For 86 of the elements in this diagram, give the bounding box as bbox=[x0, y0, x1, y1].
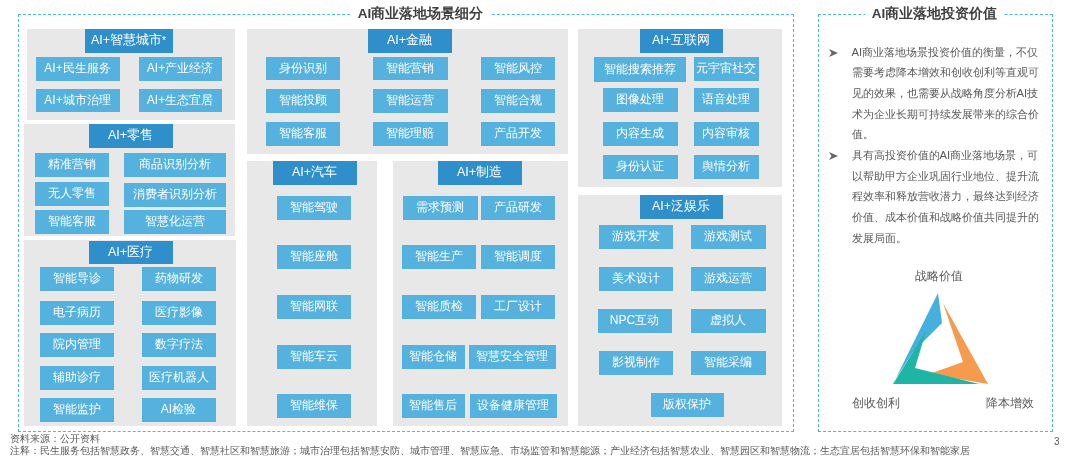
scenario-tag: 身份认证 bbox=[602, 154, 678, 179]
scenario-tag: 药物研发 bbox=[141, 266, 216, 291]
scenario-tag: 消费者识别分析 bbox=[123, 182, 226, 207]
scenario-tag: 身份识别 bbox=[265, 56, 340, 80]
scenario-tag: 语音处理 bbox=[693, 87, 759, 112]
vertex-label: 战略价值 bbox=[915, 270, 963, 284]
scenario-tag: 内容审核 bbox=[693, 121, 759, 146]
category-header: AI+零售 bbox=[88, 123, 173, 148]
scenario-tag: 产品研发 bbox=[480, 195, 555, 220]
scenario-tag: 游戏运营 bbox=[690, 266, 766, 291]
scenario-tag: AI+生态宜居 bbox=[138, 88, 222, 112]
scenario-tag: 智能仓储 bbox=[401, 344, 465, 369]
scenario-tag: 智能客服 bbox=[265, 121, 340, 146]
category-header: AI+金融 bbox=[367, 28, 452, 53]
scenario-tag: 游戏测试 bbox=[690, 224, 766, 249]
scenario-tag: 美术设计 bbox=[598, 266, 673, 291]
scenario-tag: 智能维保 bbox=[276, 393, 351, 418]
scenario-tag: 院内管理 bbox=[39, 332, 114, 357]
category-panel bbox=[246, 160, 377, 426]
bullet-text: AI商业落地场景投资价值的衡量，不仅需要考虑降本增效和创收创利等直观可见的效果，也需要从战略角度分析AI技术为企业长期可持续发展带来的综合价值。 bbox=[851, 44, 1040, 143]
scenario-tag: 设备健康管理 bbox=[469, 393, 557, 418]
scenario-tag: 智能合规 bbox=[480, 88, 555, 113]
scenario-tag: 智能车云 bbox=[276, 344, 351, 369]
scenario-tag: 智能理赔 bbox=[372, 121, 448, 146]
scenario-tag: 游戏开发 bbox=[598, 224, 673, 249]
scenario-tag: 智慧安全管理 bbox=[468, 344, 556, 369]
scenario-tag: 舆情分析 bbox=[693, 154, 759, 179]
scenario-tag: 智能导诊 bbox=[39, 266, 114, 291]
scenario-tag: 智能生产 bbox=[401, 244, 476, 269]
scenario-tag: AI检验 bbox=[141, 397, 216, 422]
scenario-tag: 版权保护 bbox=[650, 392, 724, 417]
category-panel bbox=[23, 239, 236, 426]
scenario-tag: 商品识别分析 bbox=[123, 152, 226, 177]
category-panel bbox=[577, 194, 782, 426]
scenario-tag: 智能网联 bbox=[276, 294, 351, 319]
category-panel bbox=[392, 160, 568, 426]
scenario-tag: 内容生成 bbox=[602, 121, 678, 146]
scenario-tag: AI+民生服务 bbox=[35, 56, 120, 81]
category-header: AI+制造 bbox=[437, 160, 522, 185]
scenario-tag: 智能客服 bbox=[34, 209, 109, 234]
scenario-tag: 辅助诊疗 bbox=[39, 365, 114, 390]
scenario-tag: NPC互动 bbox=[597, 308, 672, 333]
scenario-tag: AI+城市治理 bbox=[35, 88, 120, 112]
scenario-tag: 智能座舱 bbox=[276, 244, 351, 269]
scenario-tag: 工厂设计 bbox=[480, 294, 555, 319]
category-panel bbox=[577, 28, 782, 187]
scenario-tag: 精准营销 bbox=[34, 152, 109, 177]
scenario-tag: 图像处理 bbox=[602, 87, 678, 112]
scenario-tag: 智能采编 bbox=[690, 350, 766, 375]
vertex-label: 降本增效 bbox=[986, 397, 1034, 411]
scenario-tag: 智能风控 bbox=[480, 56, 555, 80]
footnote: 注释：民生服务包括智慧政务、智慧交通、智慧社区和智慧旅游；城市治理包括智慧安防、城市管理、智慧应急、市场监管和智慧能源；产业经济包括智慧农业、智慧园区和智慧物流；生态宜居包括智慧环保和智能家居 bbox=[10, 445, 970, 457]
frame-title: AI商业落地场景细分 bbox=[350, 5, 491, 23]
scenario-tag: 智能搜索推荐 bbox=[593, 56, 686, 82]
category-header: AI+汽车 bbox=[272, 160, 357, 185]
scenario-tag: 智能调度 bbox=[480, 244, 555, 269]
category-header: AI+医疗 bbox=[88, 240, 173, 264]
scenario-tag: 元宇宙社交 bbox=[693, 56, 759, 81]
scenario-tag: 智能运营 bbox=[372, 88, 448, 113]
category-panel bbox=[26, 28, 235, 120]
source-note: 资料来源：公开资料 bbox=[10, 433, 100, 445]
scenario-tag: 产品开发 bbox=[480, 121, 555, 146]
scenario-tag: 医疗影像 bbox=[141, 300, 216, 325]
scenario-tag: 虚拟人 bbox=[690, 308, 766, 333]
scenario-tag: 智慧化运营 bbox=[123, 209, 226, 234]
scenario-tag: 智能售后 bbox=[401, 393, 465, 418]
scenario-tag: 需求预测 bbox=[402, 195, 478, 220]
scenario-tag: 数字疗法 bbox=[141, 332, 216, 357]
scenario-tag: 电子病历 bbox=[39, 300, 114, 325]
scenario-tag: 医疗机器人 bbox=[141, 365, 216, 390]
page-number: 3 bbox=[1054, 436, 1060, 448]
scenario-tag: 智能驾驶 bbox=[276, 195, 351, 220]
scenario-tag: 影视制作 bbox=[598, 350, 673, 375]
vertex-label: 创收创利 bbox=[852, 397, 900, 411]
category-panel bbox=[246, 28, 568, 154]
category-header: AI+泛娱乐 bbox=[639, 194, 723, 219]
scenario-tag: AI+产业经济 bbox=[138, 56, 222, 81]
frame-title: AI商业落地投资价值 bbox=[864, 5, 1005, 23]
bullet-text: 具有高投资价值的AI商业落地场景，可以帮助甲方企业巩固行业地位、提升流程效率和释放营收潜力，最终达到经济价值、成本价值和战略价值共同提升的发展局面。 bbox=[851, 148, 1040, 246]
scenario-tag: 智能监护 bbox=[39, 397, 114, 422]
scenario-tag: 智能质检 bbox=[401, 294, 476, 319]
scenario-tag: 智能投顾 bbox=[265, 88, 340, 113]
scenario-tag: 智能营销 bbox=[372, 56, 448, 80]
category-panel bbox=[23, 123, 235, 236]
scenario-tag: 无人零售 bbox=[34, 181, 109, 206]
category-header: AI+互联网 bbox=[639, 28, 723, 53]
